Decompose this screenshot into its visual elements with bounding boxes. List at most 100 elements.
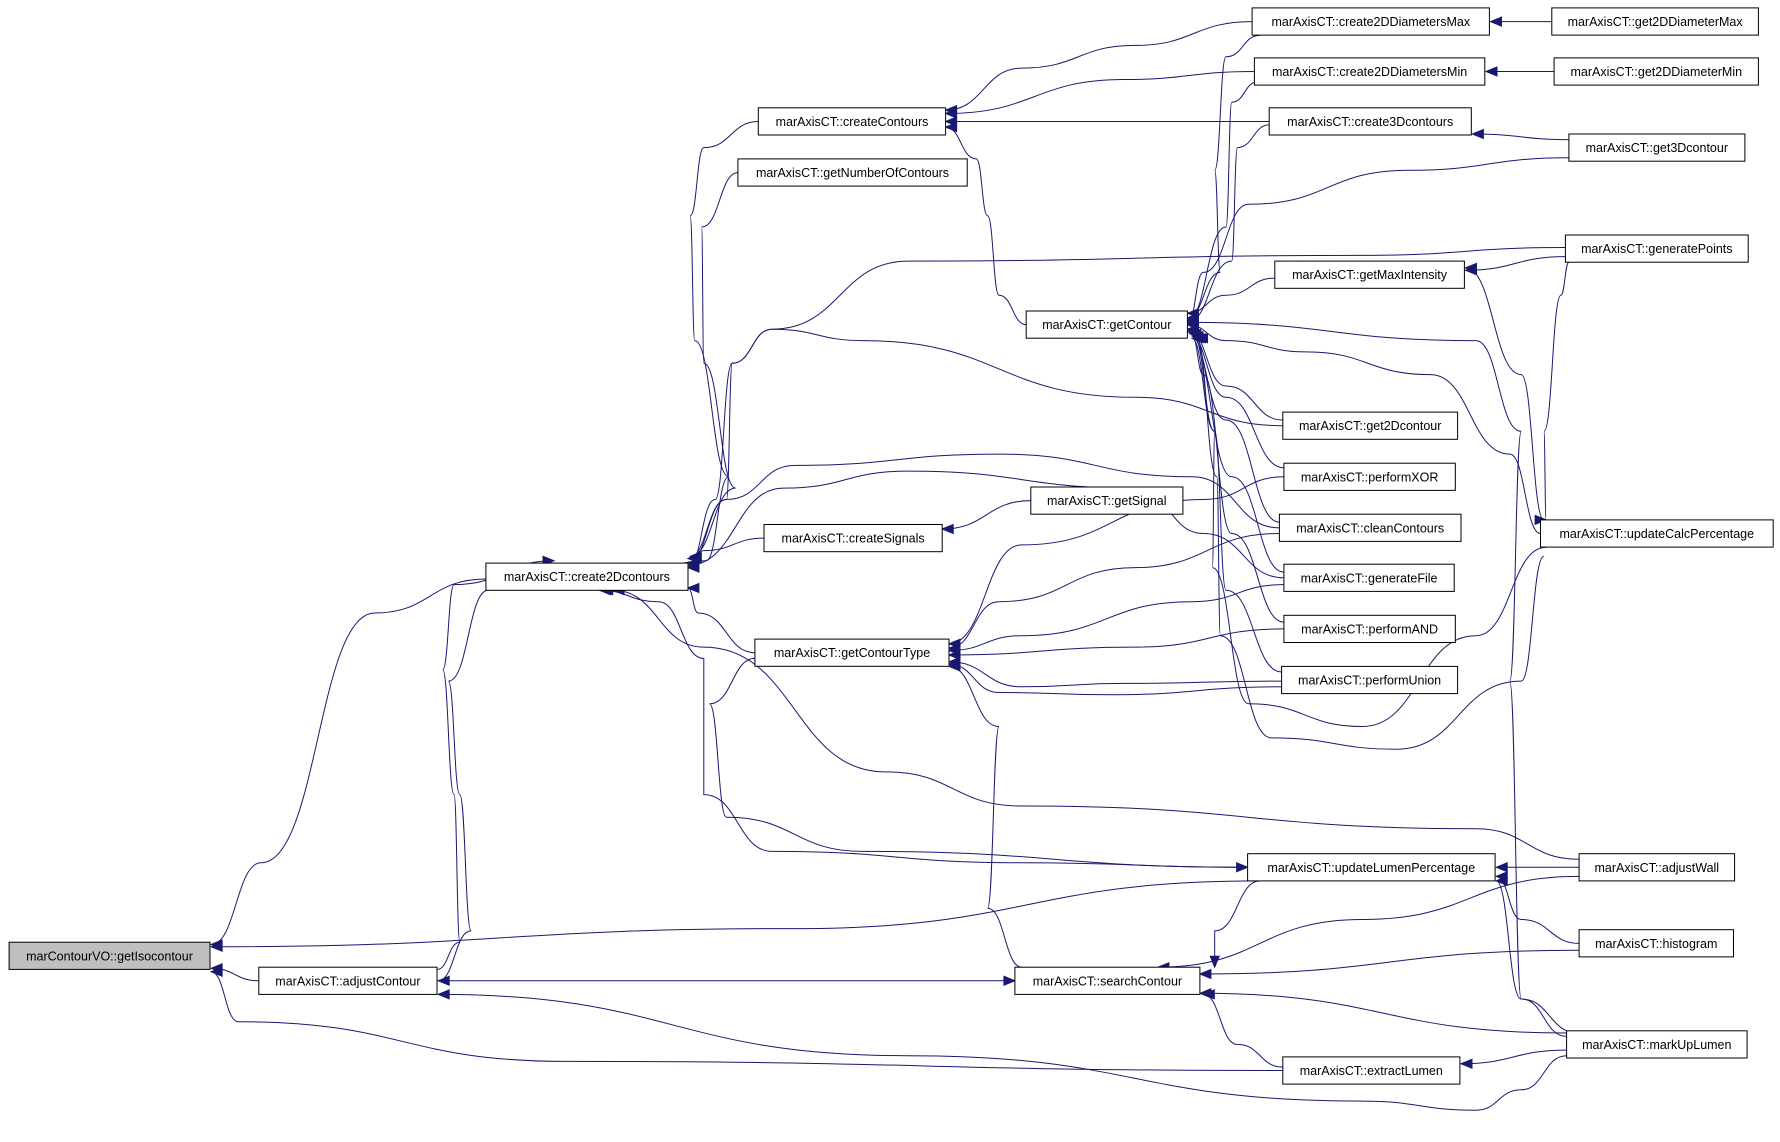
node-box	[258, 966, 438, 995]
node-mark-up-lumen[interactable]: marAxisCT::markUpLumen	[1566, 1030, 1748, 1059]
node-box	[1253, 57, 1486, 86]
node-create2-d-diameters-min[interactable]: marAxisCT::create2DDiametersMin	[1253, 57, 1486, 86]
edge-line	[612, 589, 1580, 860]
node-label: marAxisCT::get2DDiameterMax	[1568, 15, 1744, 29]
node-get-isocontour[interactable]: marContourVO::getIsocontour	[8, 941, 211, 970]
node-get-contour[interactable]: marAxisCT::getContour	[1025, 310, 1188, 339]
node-histogram[interactable]: marAxisCT::histogram	[1578, 929, 1734, 958]
edge-line	[948, 663, 1282, 696]
node-label: marAxisCT::performAND	[1301, 622, 1438, 636]
edge-get-contour-type-to-update-lumen-percentage	[709, 657, 1249, 873]
node-search-contour[interactable]: marAxisCT::searchContour	[1014, 966, 1201, 995]
edge-line	[948, 533, 1280, 649]
edge-generate-file-to-get-contour-type	[947, 584, 1284, 656]
edge-create2-d-diameters-max-to-create-contours	[944, 21, 1253, 116]
edge-line	[948, 661, 1282, 688]
node-box	[1283, 462, 1456, 491]
node-label: marAxisCT::create2DDiametersMax	[1271, 15, 1470, 29]
edge-clean-contours-to-get-contour-type	[947, 533, 1280, 654]
node-label: marAxisCT::histogram	[1595, 937, 1717, 951]
node-label: marAxisCT::cleanContours	[1296, 521, 1444, 535]
node-perform-and[interactable]: marAxisCT::performAND	[1283, 614, 1456, 643]
node-get-max-intensity[interactable]: marAxisCT::getMaxIntensity	[1274, 260, 1465, 289]
node-label: marAxisCT::create2DDiametersMin	[1272, 65, 1467, 79]
node-generate-points[interactable]: marAxisCT::generatePoints	[1564, 234, 1749, 263]
arrowhead-icon	[686, 582, 700, 594]
node-box	[8, 941, 211, 970]
node-create-contours[interactable]: marAxisCT::createContours	[757, 107, 947, 136]
edge-line	[948, 628, 1284, 656]
node-create2-d-diameters-max[interactable]: marAxisCT::create2DDiametersMax	[1251, 7, 1490, 36]
node-create2-dcontours[interactable]: marAxisCT::create2Dcontours	[485, 562, 689, 591]
node-box	[1540, 519, 1774, 548]
edge-line	[599, 589, 1248, 868]
node-box	[1268, 107, 1472, 136]
node-box	[1282, 1056, 1461, 1085]
node-perform-xor[interactable]: marAxisCT::performXOR	[1283, 462, 1456, 491]
node-get-contour-type[interactable]: marAxisCT::getContourType	[754, 638, 950, 667]
node-generate-file[interactable]: marAxisCT::generateFile	[1283, 563, 1455, 592]
node-box	[763, 524, 943, 553]
node-box	[1578, 929, 1734, 958]
arrowhead-icon	[686, 560, 700, 571]
node-box	[1566, 1030, 1748, 1059]
edge-line	[1189, 333, 1284, 573]
edge-create2-d-diameters-min-to-create-contours	[944, 71, 1255, 119]
edge-update-lumen-percentage-to-create2-dcontours	[598, 585, 1248, 868]
edge-mark-up-lumen-to-extract-lumen	[1459, 1049, 1567, 1069]
node-label: marAxisCT::get2Dcontour	[1299, 419, 1441, 433]
node-clean-contours[interactable]: marAxisCT::cleanContours	[1278, 513, 1462, 542]
edge-line	[210, 971, 1283, 1071]
edge-create2-d-diameters-max-to-get-contour	[1186, 34, 1261, 324]
arrowhead-icon	[1489, 16, 1502, 27]
arrowhead-icon	[1201, 989, 1215, 1000]
node-get2-dcontour[interactable]: marAxisCT::get2Dcontour	[1282, 411, 1459, 440]
arrowhead-icon	[1003, 975, 1017, 987]
arrowhead-icon	[947, 649, 961, 661]
node-create-signals[interactable]: marAxisCT::createSignals	[763, 524, 943, 553]
edge-mark-up-lumen-to-update-lumen-percentage	[1494, 875, 1578, 1034]
edge-mark-up-lumen-to-adjust-contour	[436, 989, 1567, 1111]
node-box	[737, 158, 968, 187]
arrowhead-icon	[1195, 333, 1208, 344]
node-box	[1281, 665, 1459, 695]
edge-line	[1187, 277, 1275, 314]
arrowhead-icon	[436, 989, 450, 1000]
edge-line	[1187, 331, 1284, 469]
node-get2-d-diameter-min[interactable]: marAxisCT::get2DDiameterMin	[1553, 57, 1759, 86]
node-box	[1274, 260, 1465, 289]
node-box	[1025, 310, 1188, 339]
edge-line	[1199, 949, 1580, 975]
arrowhead-icon	[686, 553, 700, 564]
edge-create2-dcontours-to-adjust-contour	[436, 589, 489, 987]
node-label: marAxisCT::get2DDiameterMin	[1571, 65, 1743, 79]
node-adjust-contour[interactable]: marAxisCT::adjustContour	[258, 966, 438, 995]
node-get3-dcontour[interactable]: marAxisCT::get3Dcontour	[1568, 133, 1746, 162]
node-create3-dcontours[interactable]: marAxisCT::create3Dcontours	[1268, 107, 1472, 136]
node-label: marAxisCT::updateCalcPercentage	[1560, 527, 1755, 541]
edge-mark-up-lumen-to-get-contour	[1186, 317, 1567, 1037]
node-extract-lumen[interactable]: marAxisCT::extractLumen	[1282, 1056, 1461, 1085]
node-get2-d-diameter-max[interactable]: marAxisCT::get2DDiameterMax	[1551, 7, 1759, 36]
edge-line	[1543, 261, 1570, 521]
edge-line	[1214, 880, 1261, 968]
node-adjust-wall[interactable]: marAxisCT::adjustWall	[1578, 853, 1736, 882]
arrowhead-icon	[1484, 66, 1498, 77]
node-get-signal[interactable]: marAxisCT::getSignal	[1030, 486, 1184, 515]
node-update-calc-percentage[interactable]: marAxisCT::updateCalcPercentage	[1540, 519, 1774, 548]
edge-line	[1187, 124, 1270, 323]
node-update-lumen-percentage[interactable]: marAxisCT::updateLumenPercentage	[1247, 853, 1496, 882]
node-perform-union[interactable]: marAxisCT::performUnion	[1281, 665, 1459, 695]
node-get-number-of-contours[interactable]: marAxisCT::getNumberOfContours	[737, 158, 968, 187]
edge-line	[709, 657, 1248, 868]
edge-line	[1157, 875, 1580, 968]
node-box	[1551, 7, 1759, 36]
edge-perform-union-to-get-contour-type	[947, 656, 1282, 688]
node-label: marAxisCT::createSignals	[782, 532, 925, 546]
edge-get-contour-type-to-create2-dcontours	[686, 582, 755, 654]
edge-histogram-to-search-contour	[1198, 949, 1580, 980]
node-label: marAxisCT::getSignal	[1047, 494, 1167, 508]
arrowhead-icon	[1471, 128, 1484, 140]
node-box	[1030, 486, 1184, 515]
edge-get2-d-diameter-min-to-create2-d-diameters-min	[1484, 66, 1555, 77]
